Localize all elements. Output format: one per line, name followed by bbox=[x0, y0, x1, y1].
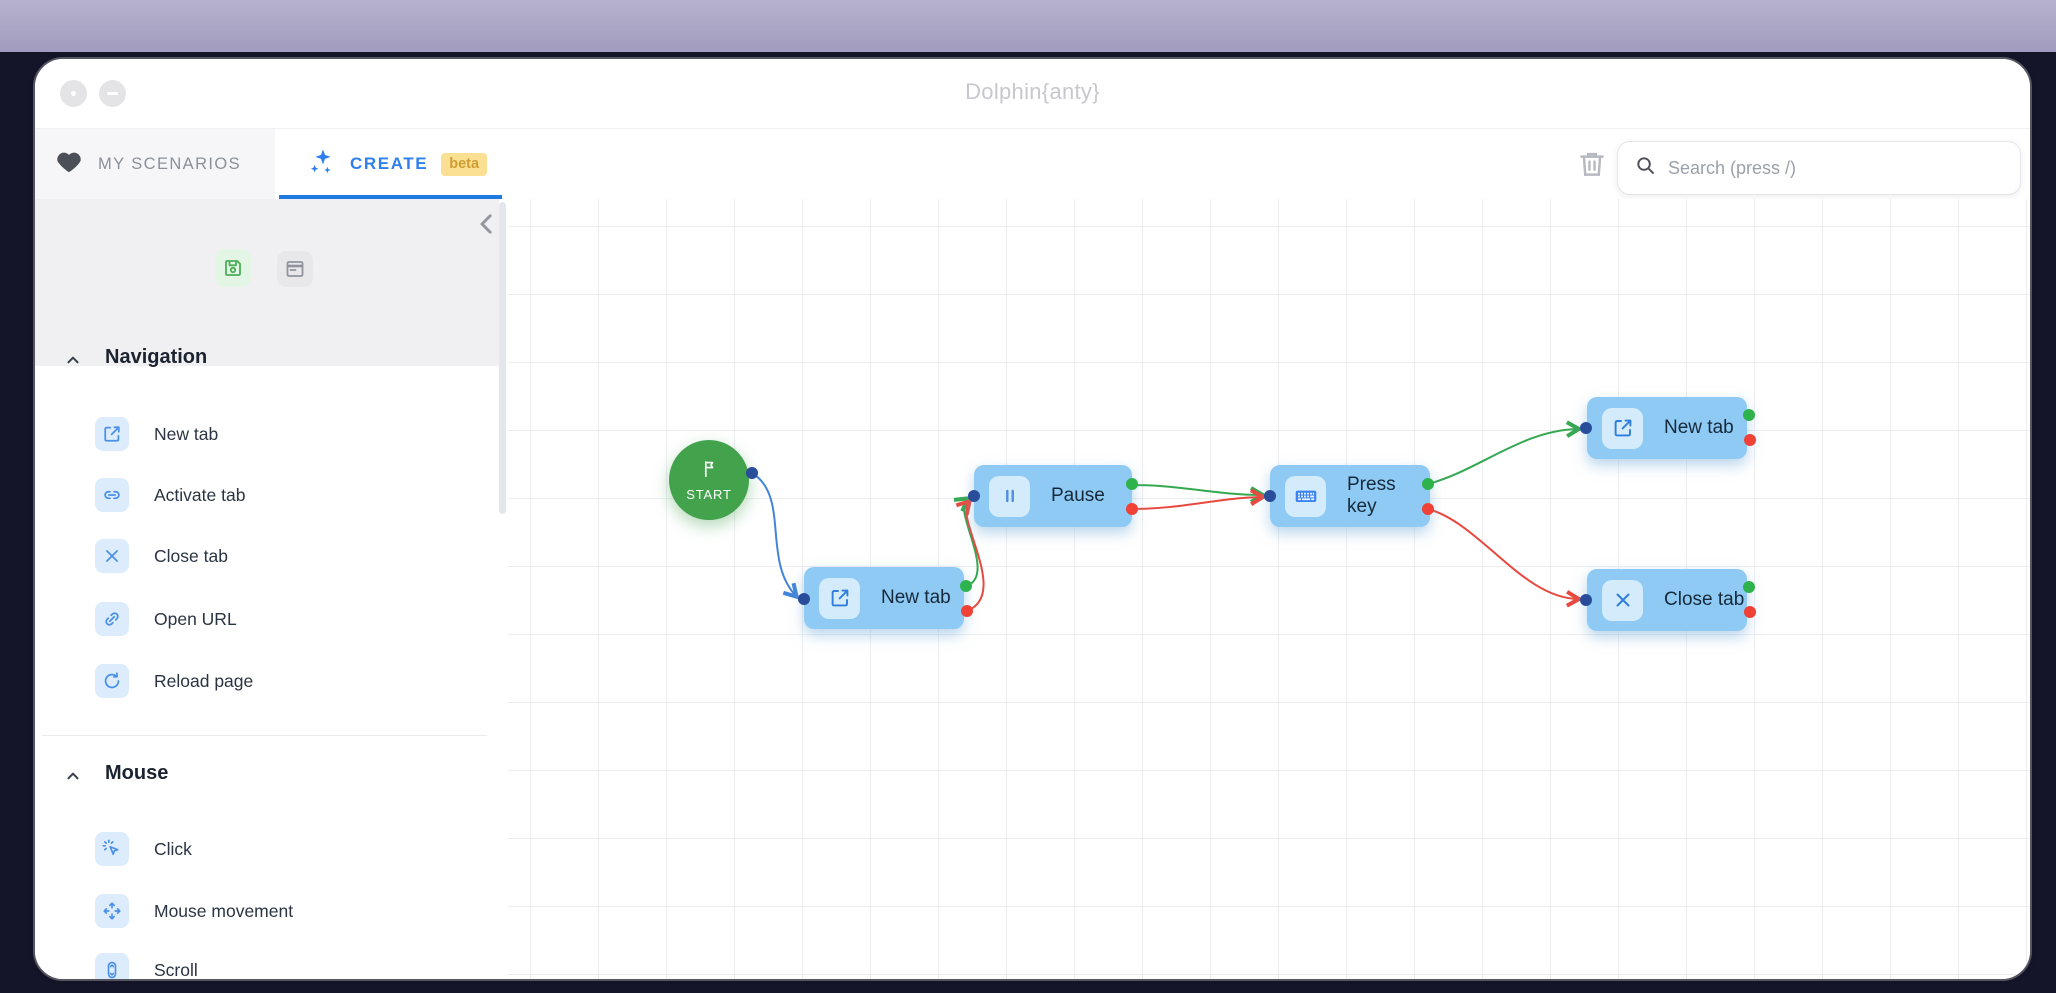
port-new-tab-1-success[interactable] bbox=[960, 580, 972, 592]
collapse-sidebar-button[interactable] bbox=[472, 209, 502, 239]
beta-badge: beta bbox=[441, 152, 488, 176]
search-box bbox=[1617, 141, 2021, 195]
scroll-icon bbox=[95, 953, 129, 979]
mouse-movement-icon bbox=[95, 894, 129, 928]
start-node-label: START bbox=[686, 487, 732, 502]
sidebar-item-click[interactable]: Click bbox=[95, 824, 468, 874]
sidebar-item-close-tab[interactable]: Close tab bbox=[95, 531, 468, 581]
new-tab-icon bbox=[95, 417, 129, 451]
save-scenario-button[interactable] bbox=[215, 249, 251, 287]
app-window: Dolphin{anty} MY SCENARIOS CREATE beta bbox=[33, 57, 2032, 981]
tab-my-scenarios-label: MY SCENARIOS bbox=[98, 154, 242, 173]
edge-press-key-error-to-close-tab[interactable] bbox=[1427, 508, 1583, 608]
node-label: New tab bbox=[881, 587, 951, 608]
new-tab-icon bbox=[1602, 407, 1643, 449]
port-close-tab-success[interactable] bbox=[1743, 581, 1755, 593]
tab-create[interactable]: CREATE beta bbox=[275, 129, 525, 199]
minimize-icon bbox=[107, 92, 118, 95]
search-input[interactable] bbox=[1668, 157, 2004, 179]
port-close-tab-error[interactable] bbox=[1744, 606, 1756, 618]
section-mouse-title: Mouse bbox=[105, 762, 169, 784]
edge-pause-error-to-press-key[interactable] bbox=[1131, 488, 1267, 510]
node-close-tab[interactable]: Close tab bbox=[1587, 569, 1747, 631]
sidebar-item-label: Mouse movement bbox=[154, 900, 294, 921]
open-url-icon bbox=[95, 602, 129, 636]
sidebar-scrollbar-thumb[interactable] bbox=[499, 202, 506, 514]
edge-new-tab-1-error-to-pause[interactable] bbox=[955, 498, 985, 612]
port-pause-error[interactable] bbox=[1126, 503, 1138, 515]
close-dot-icon bbox=[71, 91, 76, 96]
scenario-canvas[interactable]: START New tab Pause bbox=[508, 199, 2030, 979]
tab-my-scenarios[interactable]: MY SCENARIOS bbox=[35, 129, 275, 199]
section-mouse-collapse[interactable] bbox=[62, 765, 84, 787]
tab-bar: MY SCENARIOS CREATE beta bbox=[35, 129, 2030, 199]
click-icon bbox=[95, 832, 129, 866]
sidebar-item-new-tab[interactable]: New tab bbox=[95, 409, 468, 459]
edges-layer bbox=[751, 420, 1583, 612]
sidebar-item-mouse-movement[interactable]: Mouse movement bbox=[95, 886, 468, 936]
new-tab-icon bbox=[819, 577, 860, 619]
search-icon bbox=[1634, 154, 1657, 182]
edge-pause-success-to-press-key[interactable] bbox=[1131, 484, 1267, 504]
edge-start-to-new-tab-1[interactable] bbox=[751, 472, 800, 600]
port-new-tab-1-input[interactable] bbox=[798, 593, 810, 605]
actions-sidebar: Navigation New tab Activate tab bbox=[35, 199, 508, 979]
heart-icon bbox=[54, 147, 84, 182]
sidebar-item-label: Click bbox=[154, 838, 192, 859]
port-press-key-input[interactable] bbox=[1264, 490, 1276, 502]
sidebar-item-reload-page[interactable]: Reload page bbox=[95, 656, 468, 706]
sidebar-item-open-url[interactable]: Open URL bbox=[95, 594, 468, 644]
port-close-tab-input[interactable] bbox=[1580, 594, 1592, 606]
scenario-log-button[interactable] bbox=[277, 251, 313, 287]
close-tab-icon bbox=[95, 539, 129, 573]
activate-tab-icon bbox=[95, 478, 129, 512]
port-new-tab-2-input[interactable] bbox=[1580, 422, 1592, 434]
trash-button[interactable] bbox=[1575, 147, 1611, 183]
section-divider bbox=[42, 735, 487, 736]
port-new-tab-2-success[interactable] bbox=[1743, 409, 1755, 421]
sidebar-item-label: Close tab bbox=[154, 545, 228, 566]
section-navigation-collapse[interactable] bbox=[62, 349, 84, 371]
sidebar-item-label: Activate tab bbox=[154, 484, 246, 505]
port-press-key-error[interactable] bbox=[1422, 503, 1434, 515]
sparkles-icon bbox=[305, 146, 337, 183]
node-label: Press key bbox=[1347, 474, 1396, 517]
node-press-key[interactable]: Press key bbox=[1270, 465, 1430, 527]
port-new-tab-2-error[interactable] bbox=[1744, 434, 1756, 446]
active-tab-underline bbox=[279, 195, 502, 199]
edge-press-key-success-to-new-tab-2[interactable] bbox=[1427, 420, 1583, 485]
node-label: Pause bbox=[1051, 485, 1105, 506]
node-pause[interactable]: Pause bbox=[974, 465, 1132, 527]
port-pause-input[interactable] bbox=[968, 490, 980, 502]
node-new-tab-2[interactable]: New tab bbox=[1587, 397, 1747, 459]
tab-create-label: CREATE bbox=[350, 154, 429, 173]
keyboard-icon bbox=[1285, 475, 1326, 517]
port-pause-success[interactable] bbox=[1126, 478, 1138, 490]
section-navigation-title: Navigation bbox=[105, 346, 208, 368]
port-press-key-success[interactable] bbox=[1422, 478, 1434, 490]
port-new-tab-1-error[interactable] bbox=[961, 605, 973, 617]
sidebar-item-label: Scroll bbox=[154, 959, 198, 980]
window-minimize-button[interactable] bbox=[99, 80, 126, 107]
desktop-backdrop bbox=[0, 0, 2056, 52]
flag-icon bbox=[698, 458, 720, 485]
reload-page-icon bbox=[95, 664, 129, 698]
pause-icon bbox=[989, 475, 1030, 517]
app-title: Dolphin{anty} bbox=[965, 79, 1100, 104]
sidebar-item-scroll[interactable]: Scroll bbox=[95, 945, 468, 980]
close-tab-icon bbox=[1602, 579, 1643, 621]
title-bar: Dolphin{anty} bbox=[35, 59, 2030, 129]
node-new-tab-1[interactable]: New tab bbox=[804, 567, 964, 629]
sidebar-item-label: Open URL bbox=[154, 608, 237, 629]
sidebar-item-label: Reload page bbox=[154, 670, 254, 691]
node-label: Close tab bbox=[1664, 589, 1745, 610]
port-start-output[interactable] bbox=[746, 467, 758, 479]
sidebar-item-activate-tab[interactable]: Activate tab bbox=[95, 470, 468, 520]
start-node[interactable]: START bbox=[669, 440, 749, 520]
window-close-button[interactable] bbox=[60, 80, 87, 107]
sidebar-item-label: New tab bbox=[154, 423, 219, 444]
sidebar-top-panel bbox=[35, 199, 499, 366]
node-label: New tab bbox=[1664, 417, 1734, 438]
